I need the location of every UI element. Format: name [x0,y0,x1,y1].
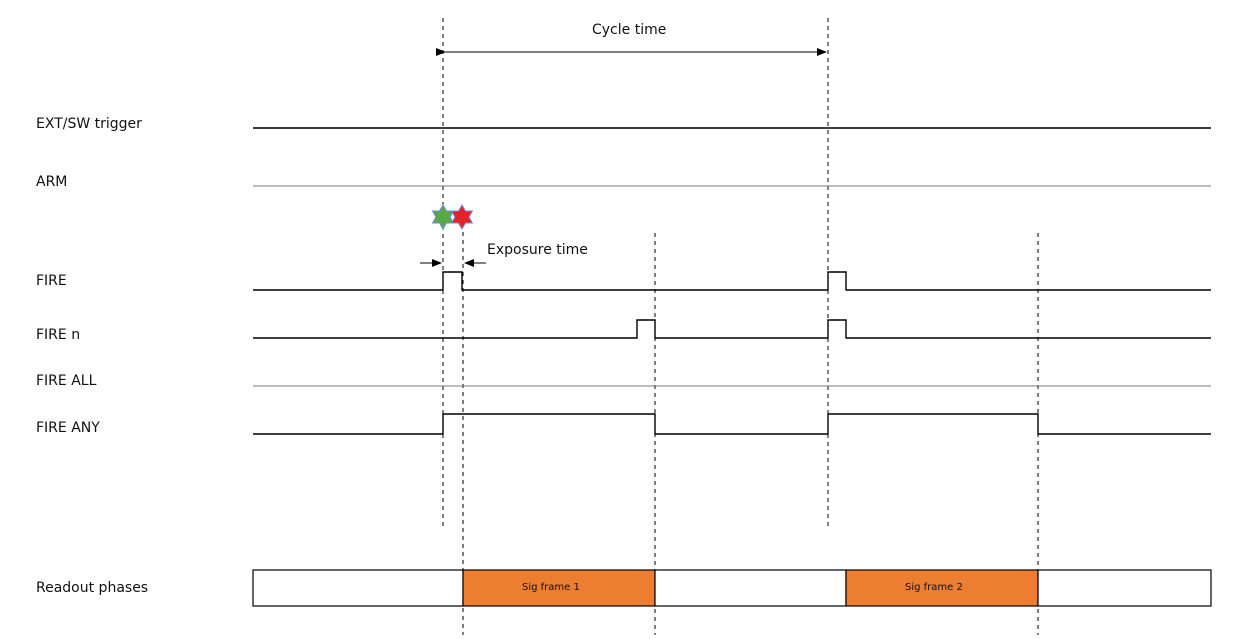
green-star-icon [431,204,455,230]
reference-lines [442,18,1039,635]
readout-block-sig-frame-2 [845,569,1039,607]
readout-block-idle-2 [654,569,847,607]
readout-block-idle-1 [252,569,464,607]
signal-label-fire-any: FIRE ANY [36,420,100,436]
signal-label-readout-phases: Readout phases [36,580,149,596]
signal-label-fire: FIRE [36,273,67,289]
signal-label-arm: ARM [36,174,68,190]
fire-any-waveform [253,413,1211,435]
exposure-time-label: Exposure time [487,242,588,258]
fire-n-waveform [253,319,1211,339]
readout-block-idle-3 [1037,569,1212,607]
signal-label-fire-all: FIRE ALL [36,373,97,389]
readout-phase-bar [252,569,1212,607]
waveforms [253,127,1211,435]
star-markers [431,204,474,230]
signal-label-fire-n: FIRE n [36,327,81,343]
readout-block-sig-frame-1 [462,569,656,607]
fire-waveform [253,271,1211,291]
sig-frame-1-label: Sig frame 1 [522,582,580,593]
cycle-time-label: Cycle time [592,22,667,38]
sig-frame-2-label: Sig frame 2 [905,582,963,593]
signal-label-ext-sw-trigger: EXT/SW trigger [36,116,142,132]
red-star-icon [450,204,474,230]
